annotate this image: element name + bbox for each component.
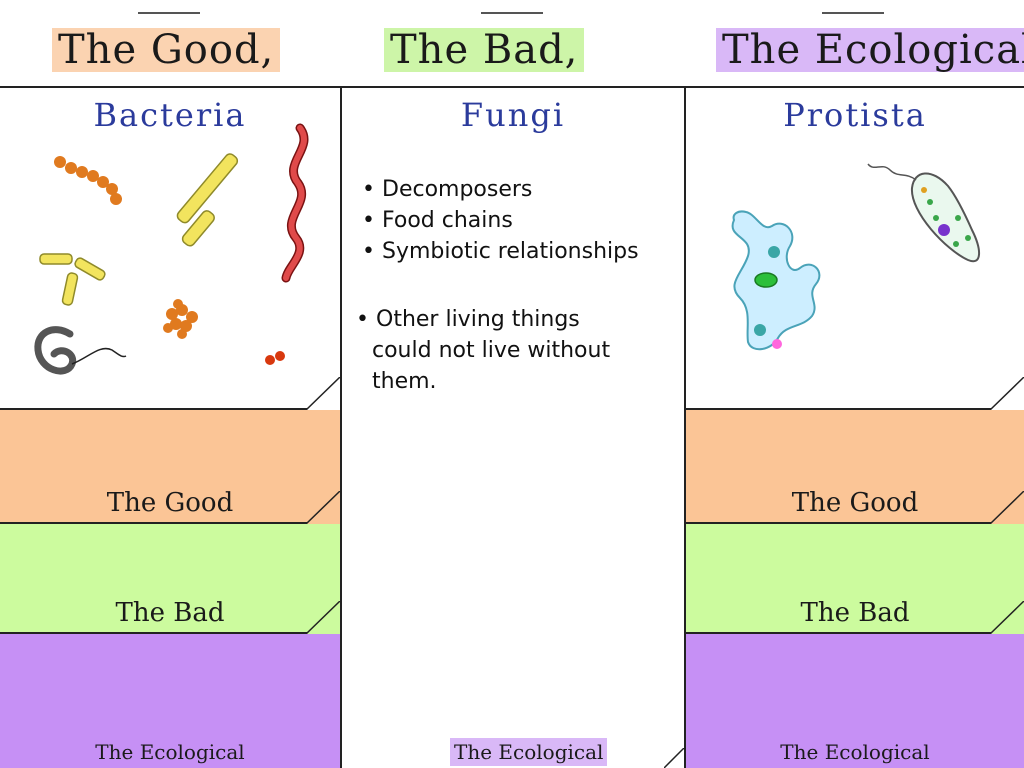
header-title-ecological: The Ecological	[716, 28, 1024, 72]
spirochete-icon	[281, 123, 309, 283]
fold-corner-icon	[306, 491, 340, 524]
fold-corner-icon	[306, 377, 340, 410]
title-dash	[481, 12, 543, 14]
bacteria-illustrations	[34, 123, 309, 375]
fungi-ecological-label: The Ecological	[450, 738, 608, 766]
tab-label: The Ecological	[780, 740, 930, 764]
cocci-chain-icon	[54, 156, 122, 205]
header: The Good, The Bad, The Ecological	[0, 0, 1024, 88]
tab-ecological-protista: The Ecological	[686, 601, 1024, 768]
list-item: •Food chains	[362, 208, 513, 233]
fungi-note: •Other living things could not live with…	[356, 307, 611, 394]
fold-corner-icon	[306, 601, 340, 634]
title-dash	[138, 12, 200, 14]
tab-bad-bacteria: The Bad	[0, 491, 340, 632]
flagellated-bacterium-icon	[34, 326, 127, 375]
rod-bacteria-icon	[39, 253, 106, 306]
euglena-icon	[867, 163, 980, 263]
amoeba-icon	[731, 210, 821, 351]
fold-corner-icon	[664, 748, 684, 768]
bacteria-column: Bacteria	[0, 88, 342, 768]
tab-ecological-bacteria: The Ecological	[0, 601, 340, 768]
diplococcus-icon	[265, 351, 285, 365]
tab-label: The Good	[791, 488, 919, 518]
fungi-heading: Fungi	[460, 96, 566, 134]
protista-illustrations	[731, 163, 980, 351]
tab-good-bacteria: The Good	[0, 377, 340, 522]
fungi-bullet-list: •Decomposers •Food chains •Symbiotic rel…	[362, 174, 639, 267]
tab-good-protista: The Good	[686, 377, 1024, 522]
fold-corner-icon	[990, 601, 1024, 634]
fold-corner-icon	[990, 377, 1024, 410]
list-item: •Symbiotic relationships	[362, 239, 639, 264]
tab-label: The Ecological	[95, 740, 245, 764]
tab-label: The Bad	[800, 598, 910, 628]
bacilli-chain-icon	[176, 153, 239, 247]
protista-column: Protista The Goo	[686, 88, 1024, 768]
bacteria-heading: Bacteria	[93, 96, 247, 134]
tab-label: The Bad	[115, 598, 225, 628]
list-item: •Decomposers	[362, 177, 533, 202]
fold-corner-icon	[990, 491, 1024, 524]
tab-bad-protista: The Bad	[686, 491, 1024, 632]
header-title-good: The Good,	[52, 28, 281, 72]
coccus-cluster-icon	[163, 299, 198, 339]
tab-label: The Good	[106, 488, 234, 518]
header-title-bad: The Bad,	[384, 28, 585, 72]
protista-heading: Protista	[783, 96, 927, 134]
title-dash	[822, 12, 884, 14]
fungi-column: Fungi •Decomposers •Food chains •Symbiot…	[342, 88, 686, 768]
